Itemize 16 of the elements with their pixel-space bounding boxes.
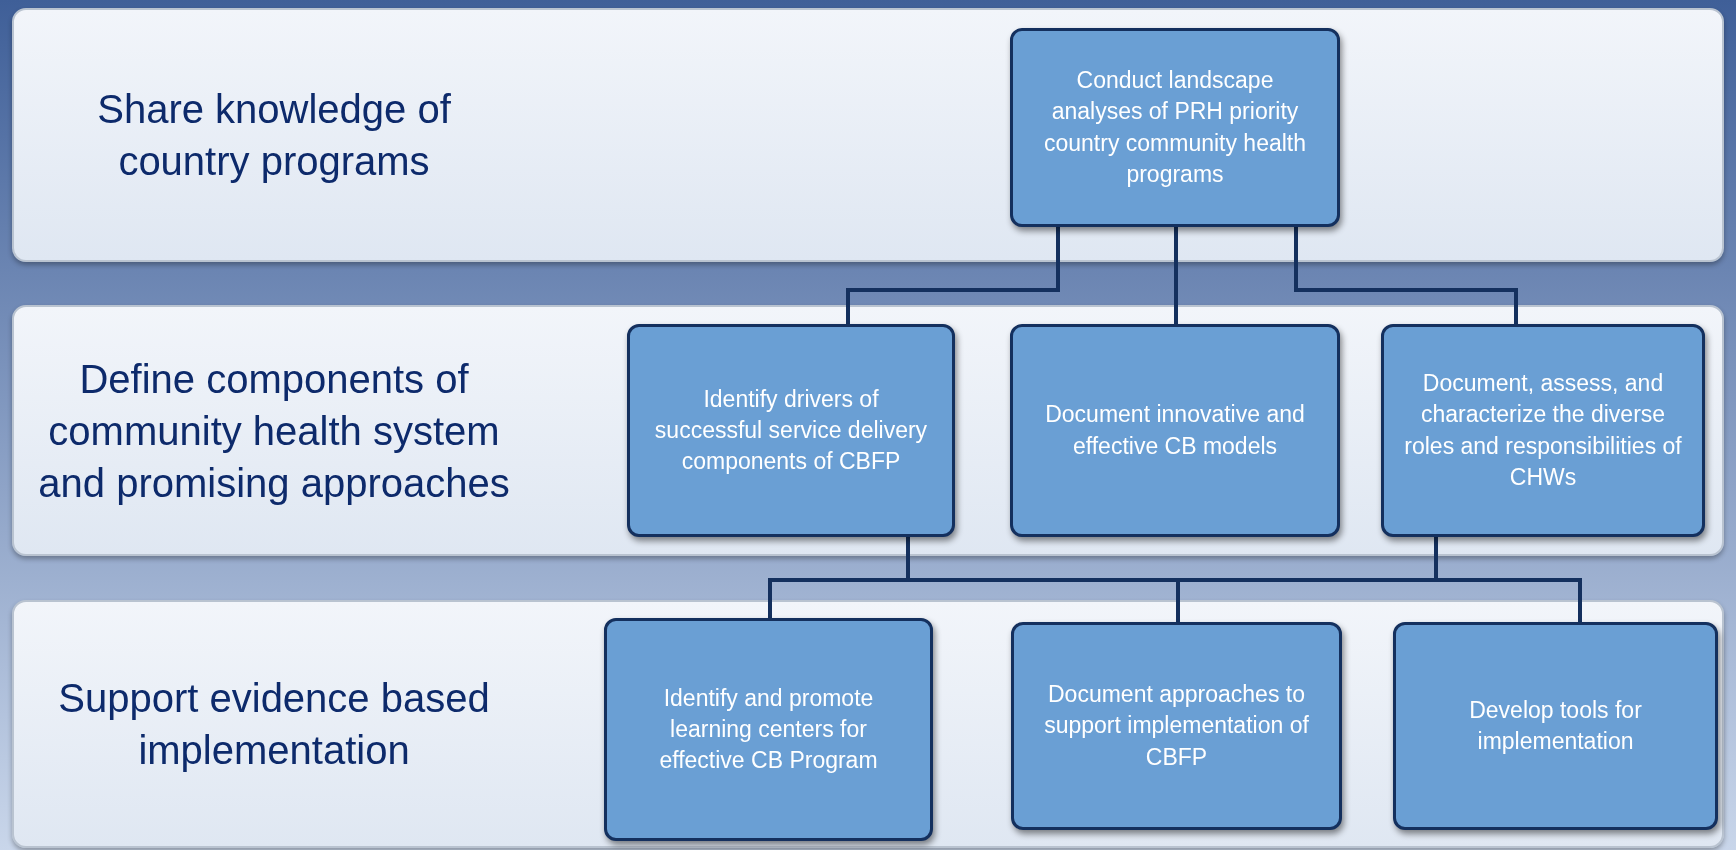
process-box: Document, assess, and characterize the diverse roles and responsibilities of CHWs	[1381, 324, 1705, 537]
process-box: Conduct landscape analyses of PRH priority country community health programs	[1010, 28, 1340, 227]
row-heading: Share knowledge of country programs	[96, 86, 452, 185]
band-panel	[12, 305, 1724, 556]
band-panel	[12, 600, 1724, 848]
process-box: Identify drivers of successful service delivery components of CBFP	[627, 324, 955, 537]
band-panel	[12, 8, 1724, 262]
connector-line	[846, 227, 1060, 324]
connector-line	[1294, 227, 1518, 324]
connector-line	[1174, 227, 1178, 324]
process-box: Identify and promote learning centers for effective CB Program	[604, 618, 933, 841]
process-box: Document innovative and effective CB models	[1010, 324, 1340, 537]
row-heading: Define components of community health system and promising approaches	[37, 355, 511, 507]
row-heading: Support evidence based implementation	[57, 675, 491, 774]
process-box: Document approaches to support implementation of CBFP	[1011, 622, 1342, 830]
process-box: Develop tools for implementation	[1393, 622, 1718, 830]
